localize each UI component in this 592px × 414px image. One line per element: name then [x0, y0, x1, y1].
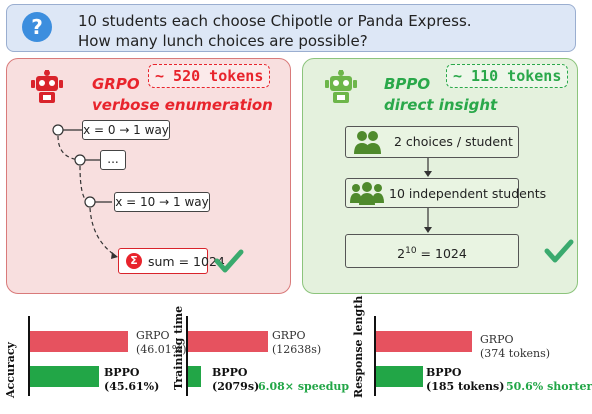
question-line-2: How many lunch choices are possible? [78, 32, 368, 50]
chart-training-axis [186, 316, 188, 396]
check-icon-bppo [544, 239, 574, 263]
bppo-step-students-label: 10 independent students [389, 186, 547, 201]
robot-icon-green [325, 70, 357, 103]
accuracy-bppo-value: (45.61%) [104, 380, 160, 393]
training-bar-grpo [188, 331, 268, 352]
accuracy-bar-bppo [30, 366, 99, 387]
chart-accuracy-axis [28, 316, 30, 396]
bppo-step-choices-label: 2 choices / student [394, 134, 513, 149]
training-grpo-name: GRPO [272, 329, 306, 342]
bppo-result-box: 210 = 1024 [345, 234, 519, 268]
response-grpo-value: (374 tokens) [480, 347, 551, 360]
training-bppo-name: BPPO [212, 366, 248, 379]
question-line-1: 10 students each choose Chipotle or Pand… [78, 12, 472, 30]
sigma-icon: Σ [126, 253, 142, 269]
result-base: 2 [397, 246, 406, 262]
people-pair-icon [354, 131, 381, 154]
question-banner [6, 4, 576, 52]
response-bppo-name: BPPO [426, 366, 462, 379]
check-icon-grpo [214, 249, 244, 273]
accuracy-grpo-value: (46.01%) [136, 343, 187, 356]
grpo-sum-label: sum = 1024 [148, 254, 225, 269]
grpo-subtitle: verbose enumeration [92, 96, 273, 114]
grpo-token-badge: ~ 520 tokens [148, 64, 271, 88]
training-bppo-value: (2079s) [212, 380, 260, 393]
bppo-title: BPPO [384, 75, 431, 93]
training-grpo-value: (12638s) [272, 343, 322, 356]
robot-icon-red [31, 70, 63, 103]
bppo-subtitle: direct insight [384, 96, 498, 114]
people-group-icon [350, 182, 384, 205]
question-icon: ? [22, 12, 52, 42]
result-exponent: 10 [405, 246, 417, 256]
result-rest: = 1024 [416, 246, 467, 262]
bppo-token-badge: ~ 110 tokens [446, 64, 569, 88]
bppo-flow-arrows [424, 158, 432, 233]
accuracy-bar-grpo [30, 331, 128, 352]
response-bar-grpo [376, 331, 472, 352]
grpo-step-ellipsis: ... [100, 150, 126, 170]
response-grpo-name: GRPO [480, 333, 514, 346]
chart-accuracy-ylabel: Accuracy [4, 342, 17, 398]
grpo-step-x0: x = 0 → 1 way [82, 120, 170, 140]
grpo-title: GRPO [92, 75, 140, 93]
response-bar-bppo [376, 366, 423, 387]
chart-response-ylabel: Response length [352, 295, 365, 398]
accuracy-bppo-name: BPPO [104, 366, 140, 379]
grpo-step-x10: x = 10 → 1 way [114, 192, 210, 212]
chart-response-axis [374, 316, 376, 396]
response-shorter-note: 50.6% shorter [506, 380, 592, 393]
training-bar-bppo [188, 366, 201, 387]
training-speedup-note: 6.08× speedup [258, 380, 350, 393]
response-bppo-value: (185 tokens) [426, 380, 505, 393]
accuracy-grpo-name: GRPO [136, 329, 170, 342]
